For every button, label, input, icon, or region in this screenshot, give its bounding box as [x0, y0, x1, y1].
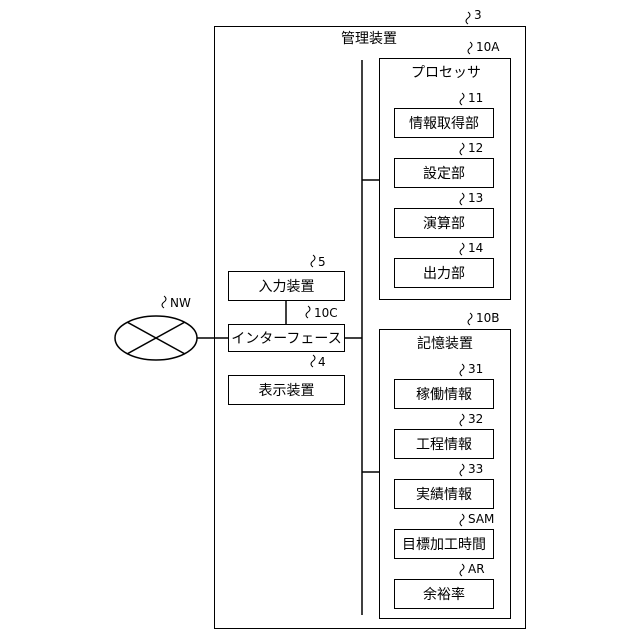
storage-device-label: 記憶装置 — [417, 333, 473, 353]
margin-rate-item: 余裕率 — [394, 579, 494, 609]
interface: インターフェース — [228, 324, 345, 352]
input-device-ref: 5 — [318, 255, 326, 269]
processor-ref: 10A — [476, 40, 499, 54]
input-device: 入力装置 — [228, 271, 345, 301]
interface-ref: 10C — [314, 306, 338, 320]
info-acquisition-unit: 情報取得部 — [394, 108, 494, 138]
management-device-ref: 3 — [474, 8, 482, 22]
management-device-label: 管理装置 — [341, 28, 397, 48]
target-machining-time-item: 目標加工時間 — [394, 529, 494, 559]
network-cloud — [115, 316, 197, 360]
output-unit-ref: 14 — [468, 241, 483, 255]
computation-unit-ref: 13 — [468, 191, 483, 205]
display-device: 表示装置 — [228, 375, 345, 405]
processor-label: プロセッサ — [411, 62, 481, 82]
computation-unit: 演算部 — [394, 208, 494, 238]
operation-info-item-ref: 31 — [468, 362, 483, 376]
setting-unit-ref: 12 — [468, 141, 483, 155]
display-device-ref: 4 — [318, 355, 326, 369]
network-ref: NW — [170, 296, 191, 310]
output-unit: 出力部 — [394, 258, 494, 288]
info-acquisition-unit-ref: 11 — [468, 91, 483, 105]
leader-3 — [466, 12, 470, 24]
margin-rate-item-ref: AR — [468, 562, 485, 576]
process-info-item-ref: 32 — [468, 412, 483, 426]
storage-device-ref: 10B — [476, 311, 500, 325]
results-info-item-ref: 33 — [468, 462, 483, 476]
storage-device-frame — [379, 329, 511, 619]
results-info-item: 実績情報 — [394, 479, 494, 509]
operation-info-item: 稼働情報 — [394, 379, 494, 409]
setting-unit: 設定部 — [394, 158, 494, 188]
leader-NW — [162, 296, 166, 308]
process-info-item: 工程情報 — [394, 429, 494, 459]
target-machining-time-item-ref: SAM — [468, 512, 494, 526]
